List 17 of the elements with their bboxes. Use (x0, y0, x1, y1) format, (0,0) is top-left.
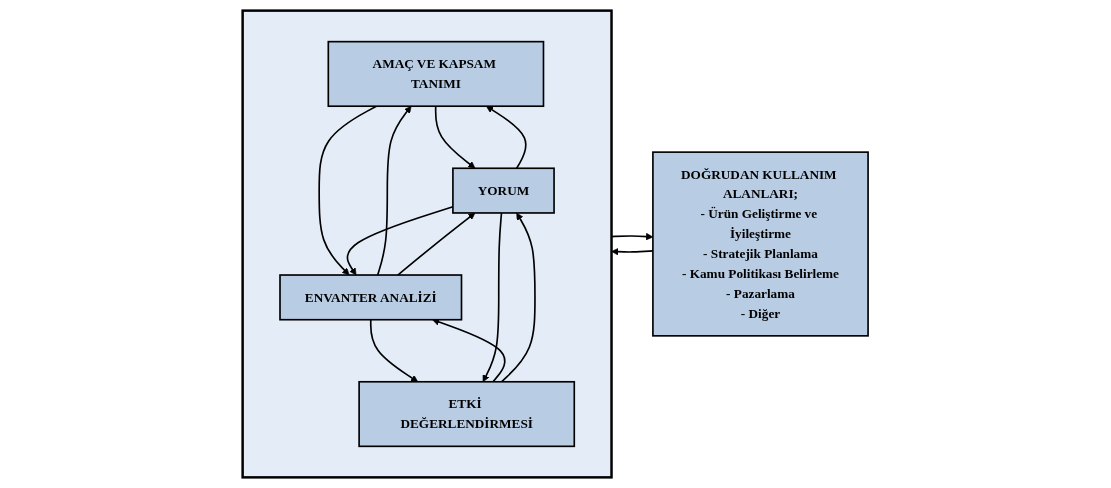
arrow (346, 205, 454, 276)
cluster (241, 9, 613, 479)
node-box: YORUM (452, 167, 556, 214)
node-box: AMAÇ VE KAPSAM TANIMI (327, 40, 545, 108)
arrow (397, 212, 476, 276)
arrow (500, 212, 536, 383)
arrow (486, 105, 527, 170)
arrow (611, 248, 654, 256)
arrow (482, 212, 503, 383)
node-box: ENVANTER ANALİZİ (279, 274, 463, 321)
arrow (318, 105, 378, 276)
arrow (370, 318, 419, 383)
arrow (432, 318, 506, 383)
node-box: DOĞRUDAN KULLANIM ALANLARI; - Ürün Geliştirme ve İyileştirme - Stratejik Planlama - Kamu Politikası Belirleme - Pazarlama - Diğer (652, 151, 870, 337)
node-box: ETKİ DEĞERLENDİRMESİ (358, 380, 576, 448)
arrow (377, 105, 412, 276)
arrow (435, 105, 476, 169)
